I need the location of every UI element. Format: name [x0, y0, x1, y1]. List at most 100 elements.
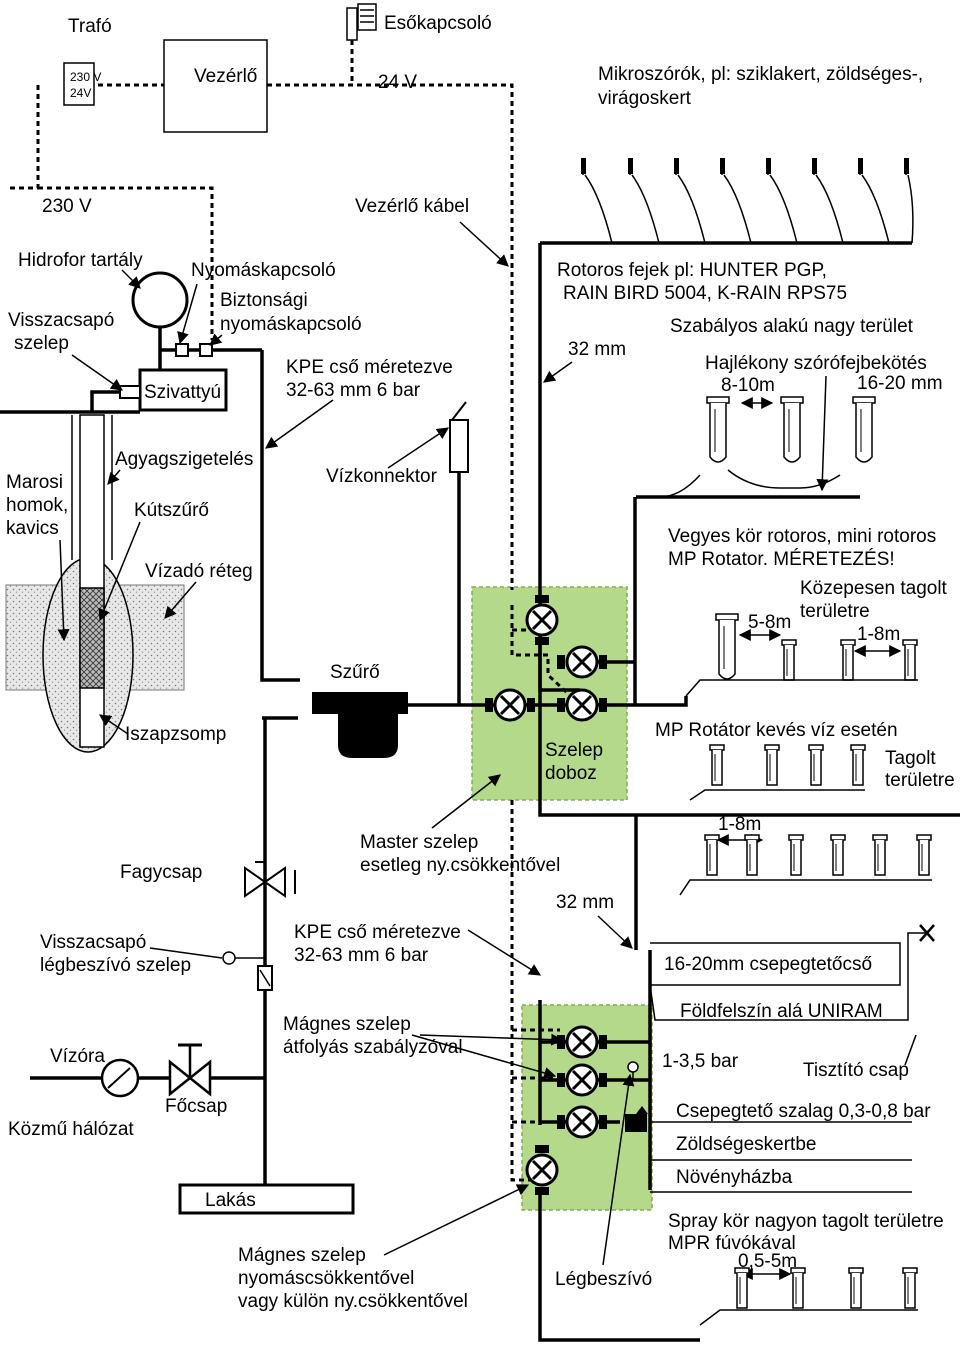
label-230v: 230 V: [42, 196, 92, 217]
label-1-8m-a: 1-8m: [857, 624, 900, 645]
transformer-box: [63, 62, 95, 106]
label-marosi-2: homok,: [6, 495, 68, 516]
label-kozmu: Közmű hálózat: [8, 1119, 134, 1140]
arrow-iszapzsomp: [99, 714, 129, 735]
spray-heads: [699, 1267, 918, 1326]
check-valve-diag: [259, 969, 271, 987]
lower-main-pipe: [262, 716, 298, 1185]
label-focsap: Főcsap: [165, 1096, 227, 1117]
label-esokapcsolo: Esőkapcsoló: [384, 13, 492, 34]
arrow-legbeszivo: [602, 1073, 635, 1266]
label-32mm-top: 32 mm: [568, 339, 626, 360]
label-16-20mm: 16-20 mm: [857, 373, 943, 394]
label-kpe1-1: KPE cső méretezve: [286, 357, 453, 378]
flush-cap-icon: [919, 924, 935, 942]
label-lakas: Lakás: [205, 1190, 256, 1211]
label-mikro-2: virágoskert: [598, 88, 692, 109]
controller-box: [163, 39, 268, 133]
label-fagycsap: Fagycsap: [120, 862, 202, 883]
arrow-nyomaskapcsolo: [177, 283, 198, 345]
label-tagolt-2: területre: [885, 770, 955, 791]
hydrophore-tank: [131, 271, 189, 329]
label-magnes-nyomas-3: vagy külön ny.csökkentővel: [238, 1291, 468, 1312]
label-trafo: Trafó: [68, 16, 112, 37]
label-csepegteto-szalag: Csepegtető szalag 0,3-0,8 bar: [676, 1101, 931, 1122]
power-wire: [8, 85, 40, 190]
label-kozepesen-1: Közepesen tagolt: [800, 578, 948, 599]
arrow-agyag: [107, 469, 121, 485]
label-mp-keves: MP Rotátor kevés víz esetén: [655, 720, 898, 741]
air-valve-icon: [627, 1061, 639, 1073]
arrow-biztonsagi: [209, 333, 223, 346]
label-vezerlo: Vezérlő: [194, 66, 257, 87]
label-magnes-nyomas-2: nyomáscsökkentővel: [238, 1268, 414, 1289]
drip-tube-box: [650, 942, 901, 986]
well-casing: [79, 414, 105, 748]
label-szivattyu: Szivattyú: [144, 382, 221, 403]
label-magnes-nyomas-1: Mágnes szelep: [238, 1245, 366, 1266]
label-foldfelszin: Földfelszín alá UNIRAM: [680, 1001, 883, 1022]
manifold-up: [538, 640, 580, 692]
arrow-32mm-bottom: [597, 915, 633, 949]
label-iszapzsomp: Iszapzsomp: [125, 724, 226, 745]
label-kpe2-2: 32-63 mm 6 bar: [294, 945, 429, 966]
label-marosi-1: Marosi: [6, 472, 63, 493]
label-rotoros-2: RAIN BIRD 5004, K-RAIN RPS75: [563, 283, 847, 304]
filter-bowl: [338, 714, 398, 758]
arrow-kutszuro: [98, 521, 141, 622]
label-1-3-5-bar: 1-3,5 bar: [662, 1051, 739, 1072]
label-spray-2: MPR fúvókával: [668, 1233, 796, 1254]
water-meter-needle: [107, 1067, 131, 1089]
arrow-kpe2: [467, 929, 542, 976]
well-screen: [79, 587, 105, 689]
label-spray-1: Spray kör nagyon tagolt területre: [668, 1211, 944, 1232]
label-szelep-doboz-1: Szelep: [545, 740, 603, 761]
label-legbeszivo: Légbeszívó: [555, 1269, 652, 1290]
label-vezerlo-kabel: Vezérlő kábel: [355, 196, 469, 217]
arrow-vizkonnektor: [387, 427, 449, 469]
label-biztonsagi-2: nyomáskapcsoló: [220, 314, 362, 335]
label-magnes-1: Mágnes szelep: [283, 1014, 411, 1035]
label-kpe1-2: 32-63 mm 6 bar: [286, 380, 421, 401]
uniram-loop: [649, 932, 928, 1021]
label-szabalyos: Szabályos alakú nagy terület: [670, 316, 914, 337]
main-pipe-left: [260, 350, 300, 682]
label-marosi-3: kavics: [6, 518, 59, 539]
arrow-kpe1: [265, 399, 334, 449]
pressure-switch-icon: [175, 343, 189, 357]
label-trafo-24: 24V: [70, 86, 91, 100]
label-agyag: Agyagszigetelés: [115, 449, 253, 470]
label-trafo-230: 230 V: [70, 70, 101, 84]
spray-supply: [538, 1195, 700, 1342]
arrow-magnes-nyomas: [383, 1184, 530, 1256]
leader-visszacsapo-leg: [149, 947, 223, 959]
label-tagolt-1: Tagolt: [885, 748, 936, 769]
label-hidrofor: Hidrofor tartály: [18, 250, 143, 271]
label-visszacsapo-2: szelep: [14, 333, 69, 354]
label-master-1: Master szelep: [360, 832, 478, 853]
vacuum-breaker-icon: [222, 951, 236, 965]
mp-supply: [538, 795, 960, 817]
label-8-10m: 8-10m: [721, 375, 775, 396]
controller-cable: [267, 83, 514, 590]
check-valve-icon: [119, 385, 141, 399]
arrow-marosi: [57, 539, 70, 642]
rain-switch-icon: [346, 3, 377, 41]
arrow-visszacsapo: [71, 354, 123, 391]
label-mikro-1: Mikroszórók, pl: sziklakert, zöldséges-,: [598, 64, 923, 85]
arrow-magnes-2: [411, 1034, 557, 1079]
rotor-heads: [636, 396, 876, 499]
label-kutszuro: Kútszűrő: [134, 500, 209, 521]
label-magnes-2: átfolyás szabályzóval: [283, 1037, 463, 1058]
label-novenyhaz: Növényházba: [676, 1167, 793, 1188]
label-vizkonnektor: Vízkonnektor: [326, 466, 438, 487]
filter-head: [312, 692, 408, 714]
arrow-32mm-top: [543, 361, 573, 383]
safety-pressure-switch-icon: [199, 343, 213, 357]
pump-box: [138, 368, 228, 412]
label-5-8m: 5-8m: [748, 612, 791, 633]
label-kozepesen-2: területre: [800, 601, 870, 622]
label-32mm-bottom: 32 mm: [556, 892, 614, 913]
water-connector-icon: [449, 419, 469, 473]
